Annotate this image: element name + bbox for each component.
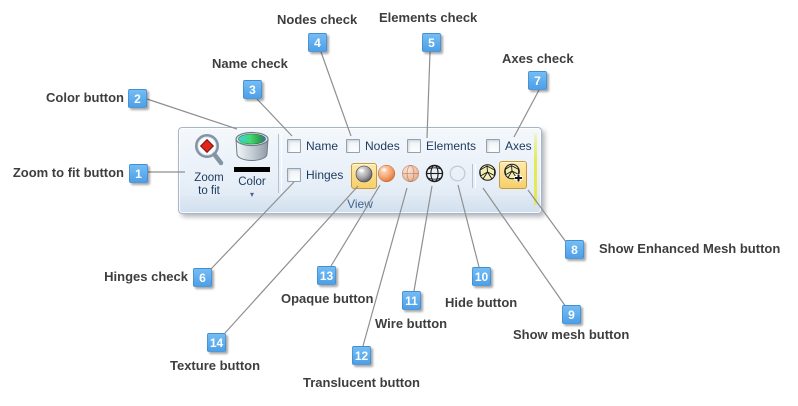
callout-label-zoom-to-fit: Zoom to fit button bbox=[12, 165, 124, 180]
wire-sphere-icon bbox=[425, 164, 444, 188]
texture-sphere-icon bbox=[355, 165, 373, 188]
name-checkbox-label: Name bbox=[306, 139, 339, 153]
mesh-ball-icon bbox=[478, 163, 497, 187]
callout-badge-3: 3 bbox=[243, 80, 262, 99]
callout-badge-9: 9 bbox=[562, 305, 581, 324]
callout-label-hide: Hide button bbox=[445, 295, 518, 310]
view-ribbon-group: Zoom to fit bbox=[178, 127, 542, 214]
callout-badge-5: 5 bbox=[422, 33, 441, 52]
opaque-sphere-icon bbox=[377, 164, 396, 188]
hinges-checkbox-label: Hinges bbox=[306, 168, 344, 182]
mesh-ball-plus-icon bbox=[503, 163, 523, 188]
callout-label-wire: Wire button bbox=[375, 316, 448, 331]
axes-checkbox[interactable] bbox=[486, 139, 500, 153]
hidden-sphere-icon bbox=[449, 165, 466, 187]
callout-badge-1: 1 bbox=[129, 164, 148, 183]
callout-badge-13: 13 bbox=[317, 266, 336, 285]
translucent-sphere-icon bbox=[401, 164, 420, 188]
paint-bucket-icon bbox=[232, 130, 272, 171]
callout-badge-11: 11 bbox=[402, 291, 421, 310]
axes-checkbox-row: Axes bbox=[486, 139, 532, 153]
zoom-to-fit-button[interactable]: Zoom to fit bbox=[185, 131, 233, 197]
opaque-button[interactable] bbox=[376, 164, 396, 188]
texture-button[interactable] bbox=[351, 163, 377, 189]
zoom-to-fit-label: Zoom to fit bbox=[194, 172, 224, 197]
separator bbox=[472, 164, 476, 188]
callout-badge-6: 6 bbox=[193, 268, 212, 287]
callout-label-elements: Elements check bbox=[379, 10, 478, 25]
callout-badge-14: 14 bbox=[207, 333, 226, 352]
callout-label-translucent: Translucent button bbox=[303, 375, 420, 390]
callout-badge-10: 10 bbox=[472, 267, 491, 286]
callout-label-texture: Texture button bbox=[170, 358, 261, 373]
nodes-checkbox-row: Nodes bbox=[346, 139, 400, 153]
color-button-label: Color bbox=[238, 176, 266, 188]
callout-label-axes: Axes check bbox=[502, 51, 574, 66]
hinges-checkbox[interactable] bbox=[287, 168, 301, 182]
nodes-checkbox-label: Nodes bbox=[365, 139, 400, 153]
callout-badge-12: 12 bbox=[352, 346, 371, 365]
elements-checkbox[interactable] bbox=[407, 139, 421, 153]
callout-label-nodes: Nodes check bbox=[277, 12, 358, 27]
group-title: View bbox=[347, 197, 373, 211]
accent-strip bbox=[534, 133, 537, 205]
name-checkbox-row: Name bbox=[287, 139, 338, 153]
color-button[interactable]: Color ▾ bbox=[229, 130, 275, 199]
hide-button[interactable] bbox=[448, 165, 466, 187]
zoom-to-fit-icon bbox=[192, 131, 226, 172]
callout-badge-2: 2 bbox=[128, 89, 147, 108]
show-mesh-button[interactable] bbox=[477, 163, 498, 187]
callout-label-show-mesh: Show mesh button bbox=[513, 327, 630, 342]
callout-badge-4: 4 bbox=[308, 33, 327, 52]
wire-button[interactable] bbox=[424, 164, 444, 188]
callout-badge-7: 7 bbox=[528, 71, 547, 90]
callout-label-opaque: Opaque button bbox=[281, 291, 374, 306]
axes-checkbox-label: Axes bbox=[505, 139, 532, 153]
name-checkbox[interactable] bbox=[287, 139, 301, 153]
elements-checkbox-row: Elements bbox=[407, 139, 476, 153]
nodes-checkbox[interactable] bbox=[346, 139, 360, 153]
elements-checkbox-label: Elements bbox=[426, 139, 477, 153]
callout-badge-8: 8 bbox=[565, 240, 584, 259]
callout-label-color: Color button bbox=[46, 90, 124, 105]
callout-label-name: Name check bbox=[212, 56, 288, 71]
hinges-checkbox-row: Hinges bbox=[287, 168, 343, 182]
callout-label-hinges: Hinges check bbox=[104, 269, 188, 284]
separator bbox=[278, 134, 282, 193]
current-color-bar bbox=[234, 167, 270, 172]
translucent-button[interactable] bbox=[400, 164, 420, 188]
show-enhanced-mesh-button[interactable] bbox=[499, 161, 527, 189]
callout-label-enhanced-mesh: Show Enhanced Mesh button bbox=[599, 241, 781, 256]
